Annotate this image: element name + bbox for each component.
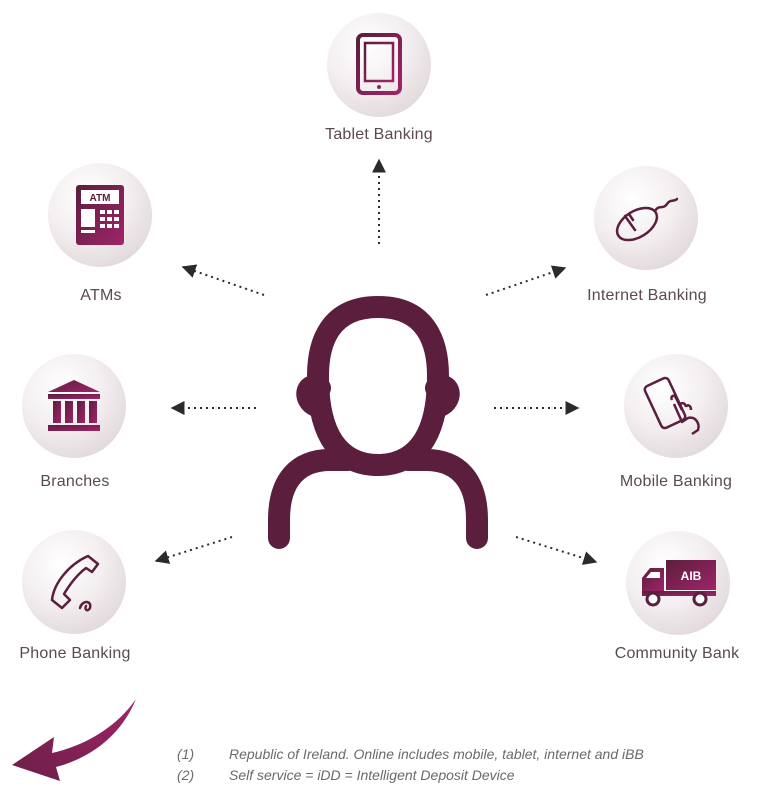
- smartphone-touch-icon: [643, 376, 700, 436]
- atm-icon: ATM: [76, 185, 124, 245]
- phone-banking-circle[interactable]: [22, 530, 126, 634]
- footnote-text: Self service = iDD = Intelligent Deposit…: [229, 767, 515, 783]
- atms-label: ATMs: [80, 287, 122, 304]
- tablet-banking-label: Tablet Banking: [325, 126, 433, 143]
- footnote-text: Republic of Ireland. Online includes mob…: [229, 746, 644, 762]
- person-icon: [268, 296, 488, 549]
- internet-banking-label: Internet Banking: [587, 287, 707, 304]
- arrow-to-atms: [181, 264, 265, 296]
- atm-icon-text: ATM: [90, 193, 111, 204]
- atms-circle[interactable]: ATM: [48, 163, 152, 267]
- internet-banking-circle[interactable]: [594, 166, 698, 270]
- bank-building-icon: [48, 380, 100, 431]
- truck-icon: AIB: [642, 560, 716, 607]
- arrow-to-phone-banking: [154, 536, 233, 564]
- tablet-icon: [356, 33, 402, 95]
- mobile-banking-circle[interactable]: [624, 354, 728, 458]
- curved-back-arrow-icon[interactable]: [8, 697, 138, 787]
- community-bank-label: Community Bank: [614, 645, 740, 662]
- branches-circle[interactable]: [22, 354, 126, 458]
- arrow-to-internet-banking: [485, 265, 567, 296]
- footnotes: (1) Republic of Ireland. Online includes…: [177, 744, 644, 786]
- community-bank-circle[interactable]: AIB: [626, 531, 730, 635]
- truck-icon-text: AIB: [681, 569, 702, 583]
- mobile-banking-label: Mobile Banking: [619, 473, 733, 490]
- footnote: (1) Republic of Ireland. Online includes…: [177, 744, 644, 765]
- footnote: (2) Self service = iDD = Intelligent Dep…: [177, 765, 644, 786]
- phone-banking-label: Phone Banking: [19, 645, 131, 662]
- telephone-handset-icon: [50, 554, 100, 612]
- arrow-to-community-bank: [515, 536, 598, 565]
- branches-label: Branches: [40, 473, 110, 490]
- tablet-banking-circle[interactable]: [327, 13, 431, 117]
- mouse-icon: [615, 197, 679, 242]
- footnote-number: (1): [177, 746, 195, 762]
- footnote-number: (2): [177, 767, 195, 783]
